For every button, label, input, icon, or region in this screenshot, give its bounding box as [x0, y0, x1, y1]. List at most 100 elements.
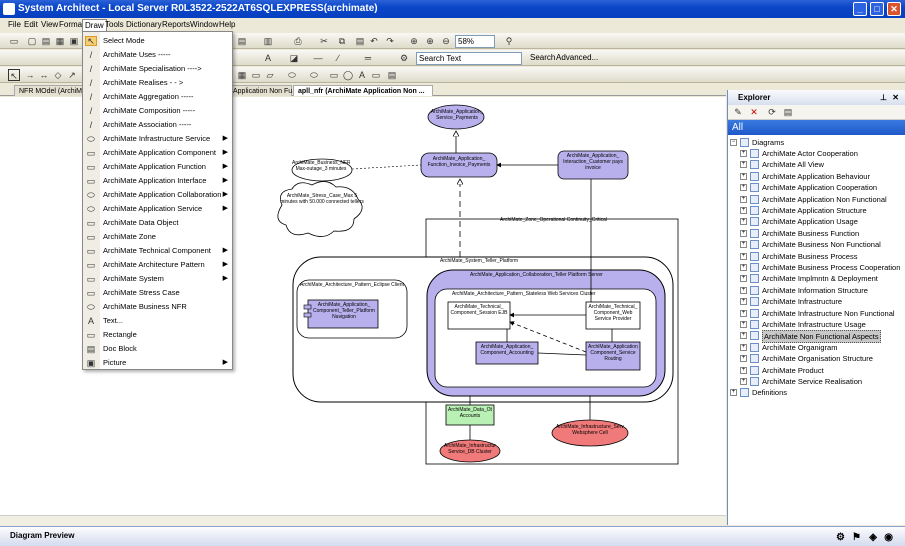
menu-window[interactable]: Window	[190, 20, 219, 29]
expand-icon[interactable]: +	[740, 286, 747, 294]
zoom-fit-icon[interactable]: ⊕	[410, 36, 418, 46]
text-tool-icon[interactable]: A	[358, 70, 365, 80]
expand-icon[interactable]: +	[740, 241, 747, 249]
draw-menu-item[interactable]: /ArchiMate Uses -----	[83, 48, 233, 62]
menu-reports[interactable]: Reports	[162, 20, 191, 29]
expand-icon[interactable]: +	[740, 366, 747, 374]
diamond-line-icon[interactable]: ◇	[54, 70, 62, 80]
search-text-input[interactable]: Search Text	[416, 52, 522, 65]
expand-icon[interactable]: +	[740, 207, 747, 214]
expand-icon[interactable]: +	[740, 275, 747, 283]
edit-icon[interactable]: ✎	[734, 107, 742, 117]
tab-nfr-model[interactable]: NFR MOdel (ArchiMat	[14, 85, 88, 96]
rect-small-icon[interactable]: ▭	[329, 70, 339, 80]
paste-icon[interactable]: ▤	[237, 36, 247, 46]
draw-menu-item[interactable]: ▭ArchiMate System▶	[83, 272, 233, 286]
collapse-icon[interactable]: −	[730, 139, 737, 146]
arrow-double-icon[interactable]: ↔	[39, 70, 49, 80]
menu-draw[interactable]: Draw	[82, 19, 107, 31]
draw-menu-item[interactable]: ▭ArchiMate Technical Component▶	[83, 244, 233, 258]
zoom-out-icon[interactable]: ⊖	[442, 36, 450, 46]
draw-menu-item[interactable]: /ArchiMate Aggregation -----	[83, 90, 233, 104]
maximize-button[interactable]: □	[870, 2, 884, 16]
expand-icon[interactable]: +	[730, 389, 737, 397]
draw-menu-item[interactable]: ▭ArchiMate Application Component▶	[83, 146, 233, 160]
line-color-icon[interactable]: ∕	[337, 53, 339, 63]
draw-menu-item[interactable]: ▭ArchiMate Application Function▶	[83, 160, 233, 174]
draw-menu-item[interactable]: ▣Picture▶	[83, 356, 233, 370]
expand-icon[interactable]: +	[740, 229, 747, 237]
pin-icon[interactable]: ⊥	[880, 93, 887, 102]
preview-tool-icon-2[interactable]: ⚑	[852, 532, 861, 543]
delete-icon[interactable]: ✕	[750, 107, 758, 117]
fill-color-icon[interactable]: ◪	[289, 53, 299, 63]
horizontal-scrollbar[interactable]	[0, 515, 726, 525]
print-icon[interactable]: ⎙	[294, 36, 302, 46]
draw-menu-item[interactable]: ▭ArchiMate Data Object	[83, 216, 233, 230]
rect-shape-icon[interactable]: ▭	[251, 70, 261, 80]
doc-tool-icon[interactable]: ▤	[387, 70, 397, 80]
expand-icon[interactable]: +	[740, 355, 747, 363]
expand-icon[interactable]: +	[740, 161, 747, 169]
font-color-icon[interactable]: A	[264, 53, 271, 63]
menu-edit[interactable]: Edit	[24, 20, 38, 29]
menu-view[interactable]: View	[41, 20, 59, 29]
expand-icon[interactable]: +	[740, 150, 747, 157]
expand-icon[interactable]: +	[740, 252, 747, 260]
filter-icon[interactable]: ▤	[783, 107, 793, 117]
new-icon[interactable]: ▢	[27, 36, 37, 46]
preview-tool-icon-3[interactable]: ◈	[869, 532, 877, 543]
expand-icon[interactable]: +	[740, 321, 747, 328]
draw-menu-item[interactable]: ▭ArchiMate Zone	[83, 230, 233, 244]
undo-icon[interactable]: ↶	[370, 36, 378, 46]
zoom-in-icon[interactable]: ⊕	[426, 36, 434, 46]
find-icon[interactable]: ⚲	[505, 36, 513, 46]
folder-shape-icon[interactable]: ▱	[266, 70, 274, 80]
draw-menu-item[interactable]: ▭ArchiMate Application Interface▶	[83, 174, 233, 188]
draw-menu-item[interactable]: ▭ArchiMate Stress Case	[83, 286, 233, 300]
draw-menu-item[interactable]: /ArchiMate Composition -----	[83, 104, 233, 118]
oval-shape-icon[interactable]: ⬭	[310, 70, 318, 80]
expand-icon[interactable]: +	[740, 298, 747, 306]
expand-icon[interactable]: +	[740, 195, 747, 203]
refresh-icon[interactable]: ⟳	[768, 107, 776, 117]
clipboard-icon[interactable]: ▤	[355, 36, 365, 46]
expand-icon[interactable]: +	[740, 264, 747, 271]
search-button[interactable]: Search	[530, 53, 556, 62]
draw-menu-item[interactable]: ⬭ArchiMate Business NFR	[83, 300, 233, 314]
copy-icon[interactable]: ⧉	[338, 36, 346, 46]
zoom-select[interactable]: 58%	[455, 35, 495, 48]
draw-menu-item[interactable]: ▭ArchiMate Architecture Pattern▶	[83, 258, 233, 272]
expand-icon[interactable]: +	[740, 332, 747, 340]
expand-icon[interactable]: +	[740, 172, 747, 180]
draw-menu-item[interactable]: ↖Select Mode	[83, 34, 233, 48]
cut-icon[interactable]: ✂	[320, 36, 328, 46]
search-options-icon[interactable]: ⚙	[399, 53, 409, 63]
grid-icon[interactable]: ▦	[55, 36, 65, 46]
tab-apll-nfr[interactable]: apll_nfr (ArchiMate Application Non ...	[293, 85, 433, 96]
tab-application-non-functional[interactable]: Application Non Fu...	[228, 85, 298, 96]
properties-icon[interactable]: ▤	[41, 36, 51, 46]
grid-shape-icon[interactable]: ▦	[237, 70, 247, 80]
menu-tools[interactable]: Tools	[105, 20, 124, 29]
draw-menu-item[interactable]: ⬭ArchiMate Infrastructure Service▶	[83, 132, 233, 146]
save-icon[interactable]: ▣	[69, 36, 79, 46]
draw-menu-item[interactable]: ▤Doc Block	[83, 342, 233, 356]
preview-tool-icon-4[interactable]: ◉	[884, 532, 893, 543]
draw-menu-item[interactable]: /ArchiMate Specialisation ---->	[83, 62, 233, 76]
menu-dictionary[interactable]: Dictionary	[126, 20, 162, 29]
ellipse-shape-icon[interactable]: ◯	[342, 70, 354, 80]
close-button[interactable]: ✕	[887, 2, 901, 16]
expand-icon[interactable]: +	[740, 343, 747, 351]
menu-help[interactable]: Help	[219, 20, 236, 29]
rounded-shape-icon[interactable]: ⬭	[288, 70, 296, 80]
expand-icon[interactable]: +	[740, 184, 747, 192]
box-tool-icon[interactable]: ▭	[371, 70, 381, 80]
format-icon[interactable]: ▥	[263, 36, 273, 46]
advanced-search-button[interactable]: Advanced...	[556, 53, 599, 62]
draw-menu-item[interactable]: /ArchiMate Realises - - >	[83, 76, 233, 90]
expand-icon[interactable]: +	[740, 218, 747, 226]
open-folder-icon[interactable]: ▭	[9, 36, 19, 46]
close-panel-icon[interactable]: ✕	[892, 93, 899, 102]
draw-menu-item[interactable]: ⬭ArchiMate Application Collaboration▶	[83, 188, 233, 202]
